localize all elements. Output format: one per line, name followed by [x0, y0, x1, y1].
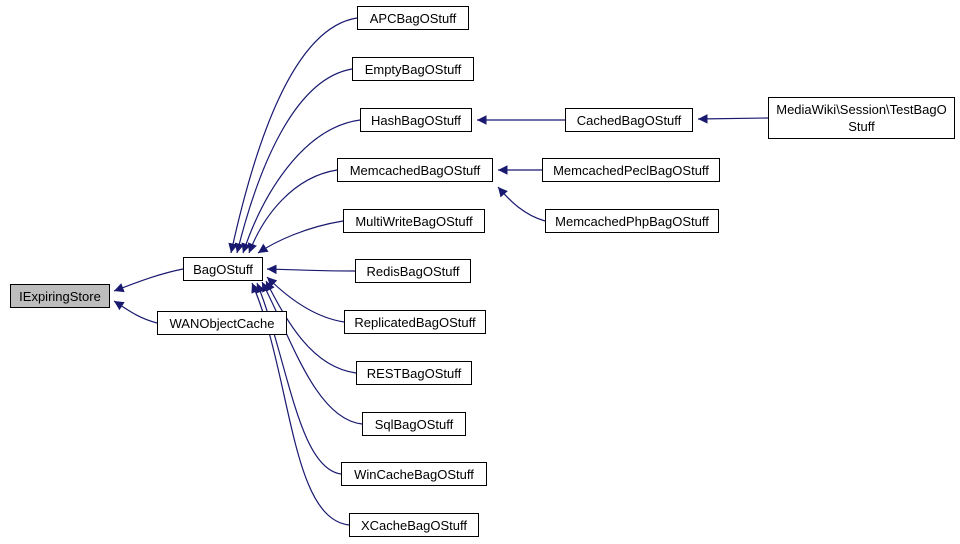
node-apcbagostuff[interactable]: APCBagOStuff: [357, 6, 469, 30]
edge-multiwritebagostuff-bagostuff: [257, 220, 344, 254]
edge-redisbagostuff-bagostuff: [266, 264, 356, 275]
edge-memcachedphpbagostuff-memcachedbagostuff: [497, 186, 546, 222]
node-restbagostuff[interactable]: RESTBagOStuff: [356, 361, 472, 385]
edge-testbagostuff-cachedbagostuff: [697, 114, 769, 124]
node-emptybagostuff[interactable]: EmptyBagOStuff: [352, 57, 474, 81]
node-cachedbagostuff[interactable]: CachedBagOStuff: [565, 108, 693, 132]
node-bagostuff[interactable]: BagOStuff: [183, 257, 263, 281]
node-wincachebagostuff[interactable]: WinCacheBagOStuff: [341, 462, 487, 486]
edge-wanobjectcache-iexpiringstore: [113, 300, 158, 324]
edge-emptybagostuff-bagostuff: [234, 68, 353, 254]
node-xcachebagostuff[interactable]: XCacheBagOStuff: [349, 513, 479, 537]
node-wanobjectcache[interactable]: WANObjectCache: [157, 311, 287, 335]
node-memcachedpeclbagostuff[interactable]: MemcachedPeclBagOStuff: [542, 158, 720, 182]
edge-restbagostuff-bagostuff: [265, 280, 357, 374]
node-redisbagostuff[interactable]: RedisBagOStuff: [355, 259, 471, 283]
node-memcachedbagostuff[interactable]: MemcachedBagOStuff: [337, 158, 493, 182]
node-multiwritebagostuff[interactable]: MultiWriteBagOStuff: [343, 209, 485, 233]
edge-sqlbagostuff-bagostuff: [261, 281, 363, 425]
node-sqlbagostuff[interactable]: SqlBagOStuff: [362, 412, 466, 436]
edge-hashbagostuff-bagostuff: [241, 119, 361, 254]
node-testbagostuff[interactable]: MediaWiki\Session\TestBagOStuff: [768, 97, 955, 139]
node-replicatedbagostuff[interactable]: ReplicatedBagOStuff: [344, 310, 486, 334]
edge-bagostuff-iexpiringstore: [113, 268, 184, 293]
node-iexpiringstore[interactable]: IExpiringStore: [10, 284, 110, 308]
edge-memcachedbagostuff-bagostuff: [247, 169, 338, 254]
node-hashbagostuff[interactable]: HashBagOStuff: [360, 108, 472, 132]
edge-apcbagostuff-bagostuff: [228, 17, 358, 254]
node-memcachedphpbagostuff[interactable]: MemcachedPhpBagOStuff: [545, 209, 719, 233]
